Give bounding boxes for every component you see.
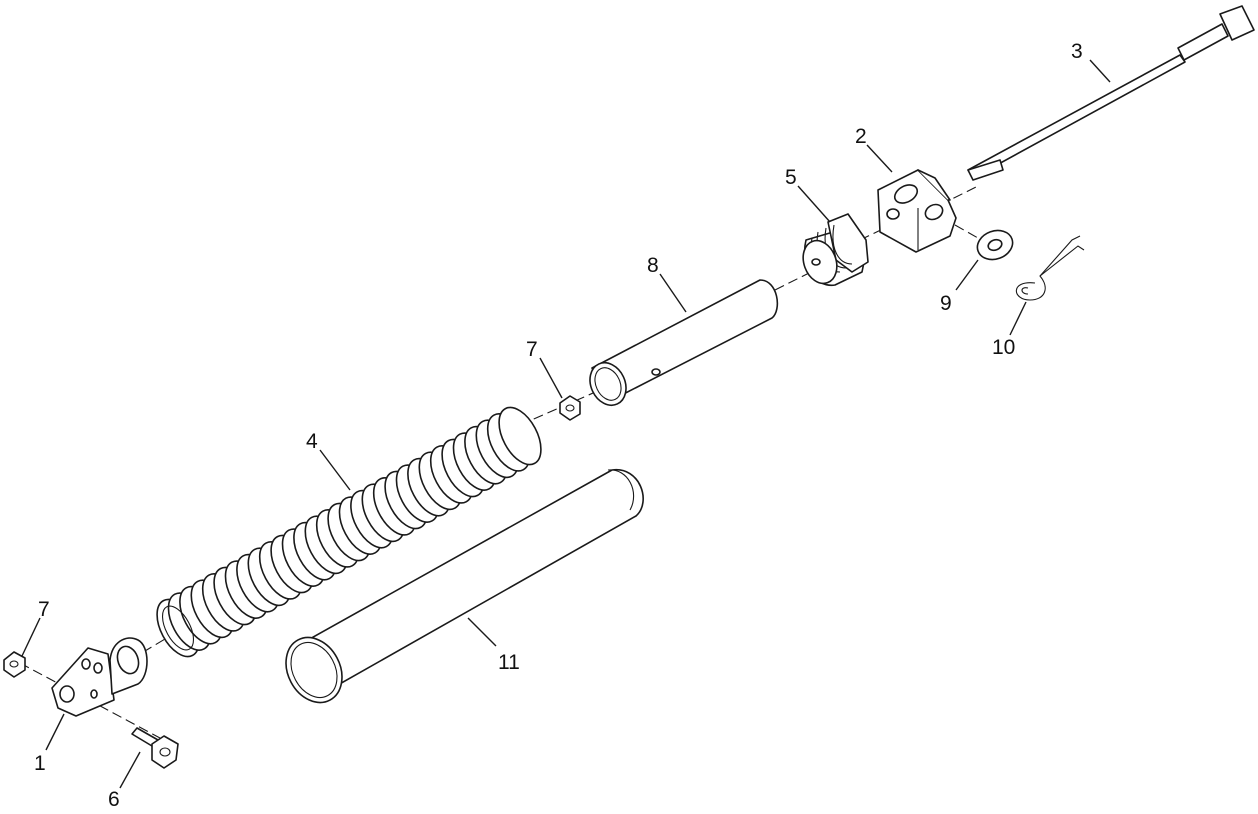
callout-2: 2 bbox=[855, 125, 867, 148]
part-5-threaded-adjuster bbox=[802, 213, 869, 286]
callout-labels: 3 2 5 8 7 4 9 10 11 7 1 6 bbox=[34, 40, 1083, 811]
part-7-nut-upper bbox=[559, 395, 581, 421]
part-2-clevis-bracket bbox=[877, 169, 957, 253]
spring-coil bbox=[498, 406, 542, 466]
part-1-end-plate bbox=[51, 637, 148, 717]
part-3-rod bbox=[967, 5, 1255, 181]
part-11-outer-tube bbox=[285, 469, 644, 704]
callout-10: 10 bbox=[992, 336, 1015, 359]
callout-6: 6 bbox=[108, 788, 120, 811]
part-9-washer bbox=[976, 229, 1014, 261]
callout-11: 11 bbox=[498, 651, 520, 674]
callout-5: 5 bbox=[785, 166, 797, 189]
callout-3: 3 bbox=[1071, 40, 1083, 63]
leader-lines bbox=[21, 59, 1111, 789]
callout-7-lower: 7 bbox=[38, 598, 50, 621]
spring-opening bbox=[161, 605, 195, 651]
part-6-bolt bbox=[131, 727, 179, 769]
callout-4: 4 bbox=[306, 430, 318, 453]
callout-1: 1 bbox=[34, 752, 46, 775]
callout-8: 8 bbox=[647, 254, 659, 277]
callout-9: 9 bbox=[940, 292, 952, 315]
part-7-nut-lower bbox=[3, 651, 26, 678]
part-4-spring bbox=[156, 406, 542, 658]
callout-7-upper: 7 bbox=[526, 338, 538, 361]
part-10-hair-pin bbox=[1015, 235, 1085, 301]
part-8-tube bbox=[589, 279, 779, 406]
